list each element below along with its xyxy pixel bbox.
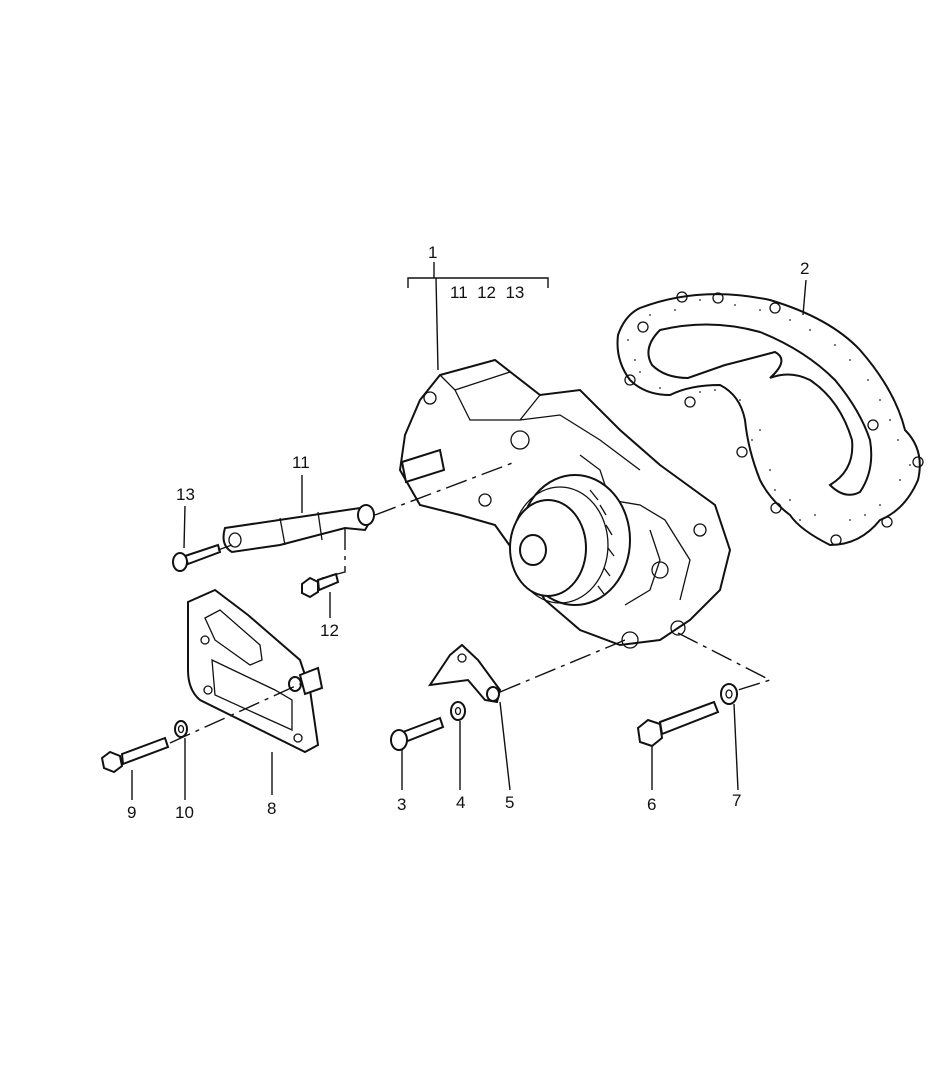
gasket-speckle-texture: [627, 299, 911, 521]
callout-labels: 1 11 12 13 2 11 13 12 9 10 8 3 4 5 6 7: [127, 243, 809, 822]
gasket-part-2: [616, 291, 924, 547]
callout-12: 12: [320, 621, 339, 640]
bolt-part-12: [301, 572, 340, 599]
plate-part-8: [187, 588, 324, 754]
callout-10: 10: [175, 803, 194, 822]
callout-11: 11: [292, 453, 310, 472]
bolt-part-9: [100, 736, 170, 774]
callout-13: 13: [176, 485, 195, 504]
callout-leaders: [131, 262, 807, 800]
clip-part-5: [427, 643, 502, 704]
callout-1: 1: [428, 243, 437, 262]
gasket-bolt-holes: [624, 291, 924, 546]
callout-8: 8: [267, 799, 276, 818]
screw-part-13: [172, 543, 222, 572]
washer-part-7: [720, 683, 738, 705]
washer-part-4: [450, 701, 466, 721]
callout-3: 3: [397, 795, 406, 814]
callout-2: 2: [800, 259, 809, 278]
callout-7: 7: [732, 791, 741, 810]
callout-5: 5: [505, 793, 514, 812]
callout-9: 9: [127, 803, 136, 822]
water-pump-part-1: [398, 358, 732, 649]
bolt-part-6: [636, 700, 720, 748]
screw-part-3: [390, 716, 445, 751]
callout-4: 4: [456, 793, 465, 812]
bracket-part-11: [222, 504, 375, 554]
pulley: [509, 474, 631, 606]
callout-1-subparts: 11 12 13: [450, 283, 524, 302]
assembly-lines: [169, 461, 772, 744]
washer-part-10: [174, 720, 188, 738]
callout-6: 6: [647, 795, 656, 814]
